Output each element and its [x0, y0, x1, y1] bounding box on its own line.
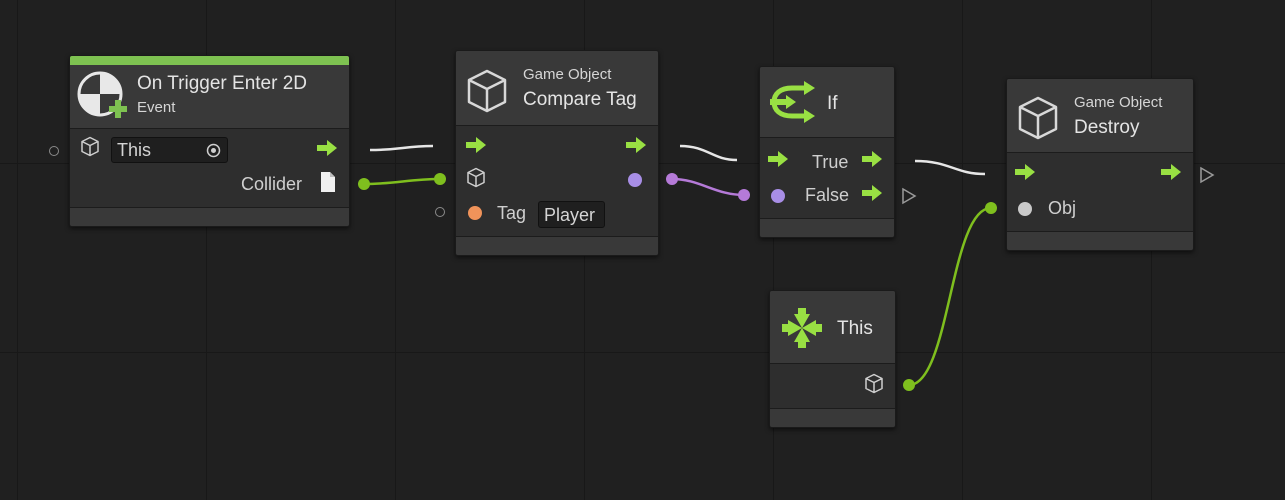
unconnected-flow-output-port[interactable] [1199, 166, 1215, 184]
node-header[interactable]: This [770, 291, 895, 364]
node-body: Tag Player [456, 125, 658, 235]
false-port-label: False [805, 185, 850, 205]
document-icon [321, 172, 335, 192]
node-title: Destroy [1074, 117, 1140, 138]
flow-output-arrow-icon[interactable] [624, 135, 648, 155]
node-footer [70, 207, 349, 226]
on-trigger-enter-node[interactable]: On Trigger Enter 2D Event This Collider [69, 55, 350, 227]
flow-input-arrow-icon[interactable] [1013, 162, 1037, 182]
event-accent-bar [70, 56, 349, 65]
node-footer [456, 236, 658, 255]
flow-output-arrow-icon[interactable] [860, 149, 884, 169]
flow-input-arrow-icon[interactable] [766, 149, 790, 169]
node-title: Compare Tag [523, 89, 637, 110]
unconnected-input-port[interactable] [435, 207, 445, 217]
node-category: Game Object [1074, 94, 1163, 111]
obj-port-label: Obj [1048, 198, 1077, 218]
node-header[interactable]: On Trigger Enter 2D Event [70, 65, 349, 129]
cube-icon [81, 136, 99, 157]
true-port-label: True [812, 152, 849, 172]
self-arrows-icon [782, 308, 822, 348]
trigger-event-icon [77, 71, 127, 118]
node-body [770, 363, 895, 409]
unconnected-flow-output-port[interactable] [901, 187, 917, 205]
node-body: This Collider [70, 128, 349, 208]
node-title: This [837, 318, 873, 339]
string-input-port[interactable] [468, 206, 482, 220]
node-body: True False [760, 137, 894, 219]
node-header[interactable]: Game Object Compare Tag [456, 51, 658, 126]
unconnected-input-port[interactable] [49, 146, 59, 156]
cube-icon [467, 69, 507, 113]
node-footer [770, 408, 895, 427]
node-subtitle: Event [137, 99, 176, 116]
destroy-node[interactable]: Game Object Destroy Obj [1006, 78, 1194, 251]
branch-icon [770, 81, 815, 123]
flow-output-arrow-icon[interactable] [860, 183, 884, 203]
node-header[interactable]: If [760, 67, 894, 138]
bool-output-port[interactable] [628, 173, 642, 187]
cube-icon [467, 167, 485, 188]
bool-input-port[interactable] [771, 189, 785, 203]
tag-field-value: Player [544, 205, 596, 225]
node-footer [1007, 231, 1193, 250]
compare-tag-node[interactable]: Game Object Compare Tag Tag Player [455, 50, 659, 256]
flow-output-arrow-icon[interactable] [1159, 162, 1183, 182]
node-footer [760, 218, 894, 237]
node-title: If [827, 93, 838, 114]
object-input-port[interactable] [1018, 202, 1032, 216]
target-field-value: This [117, 140, 152, 160]
if-node[interactable]: If True False [759, 66, 895, 238]
cube-icon [865, 373, 883, 394]
flow-input-arrow-icon[interactable] [464, 135, 488, 155]
collider-port-label: Collider [241, 174, 303, 194]
this-node[interactable]: This [769, 290, 896, 428]
object-picker-icon[interactable] [206, 143, 221, 158]
tag-field[interactable]: Player [538, 201, 605, 228]
node-category: Game Object [523, 66, 612, 83]
node-title: On Trigger Enter 2D [137, 73, 308, 94]
tag-port-label: Tag [497, 203, 527, 223]
flow-output-arrow-icon[interactable] [315, 138, 339, 158]
node-body: Obj [1007, 152, 1193, 232]
cube-icon [1018, 96, 1058, 140]
target-field[interactable]: This [111, 137, 228, 163]
node-header[interactable]: Game Object Destroy [1007, 79, 1193, 153]
